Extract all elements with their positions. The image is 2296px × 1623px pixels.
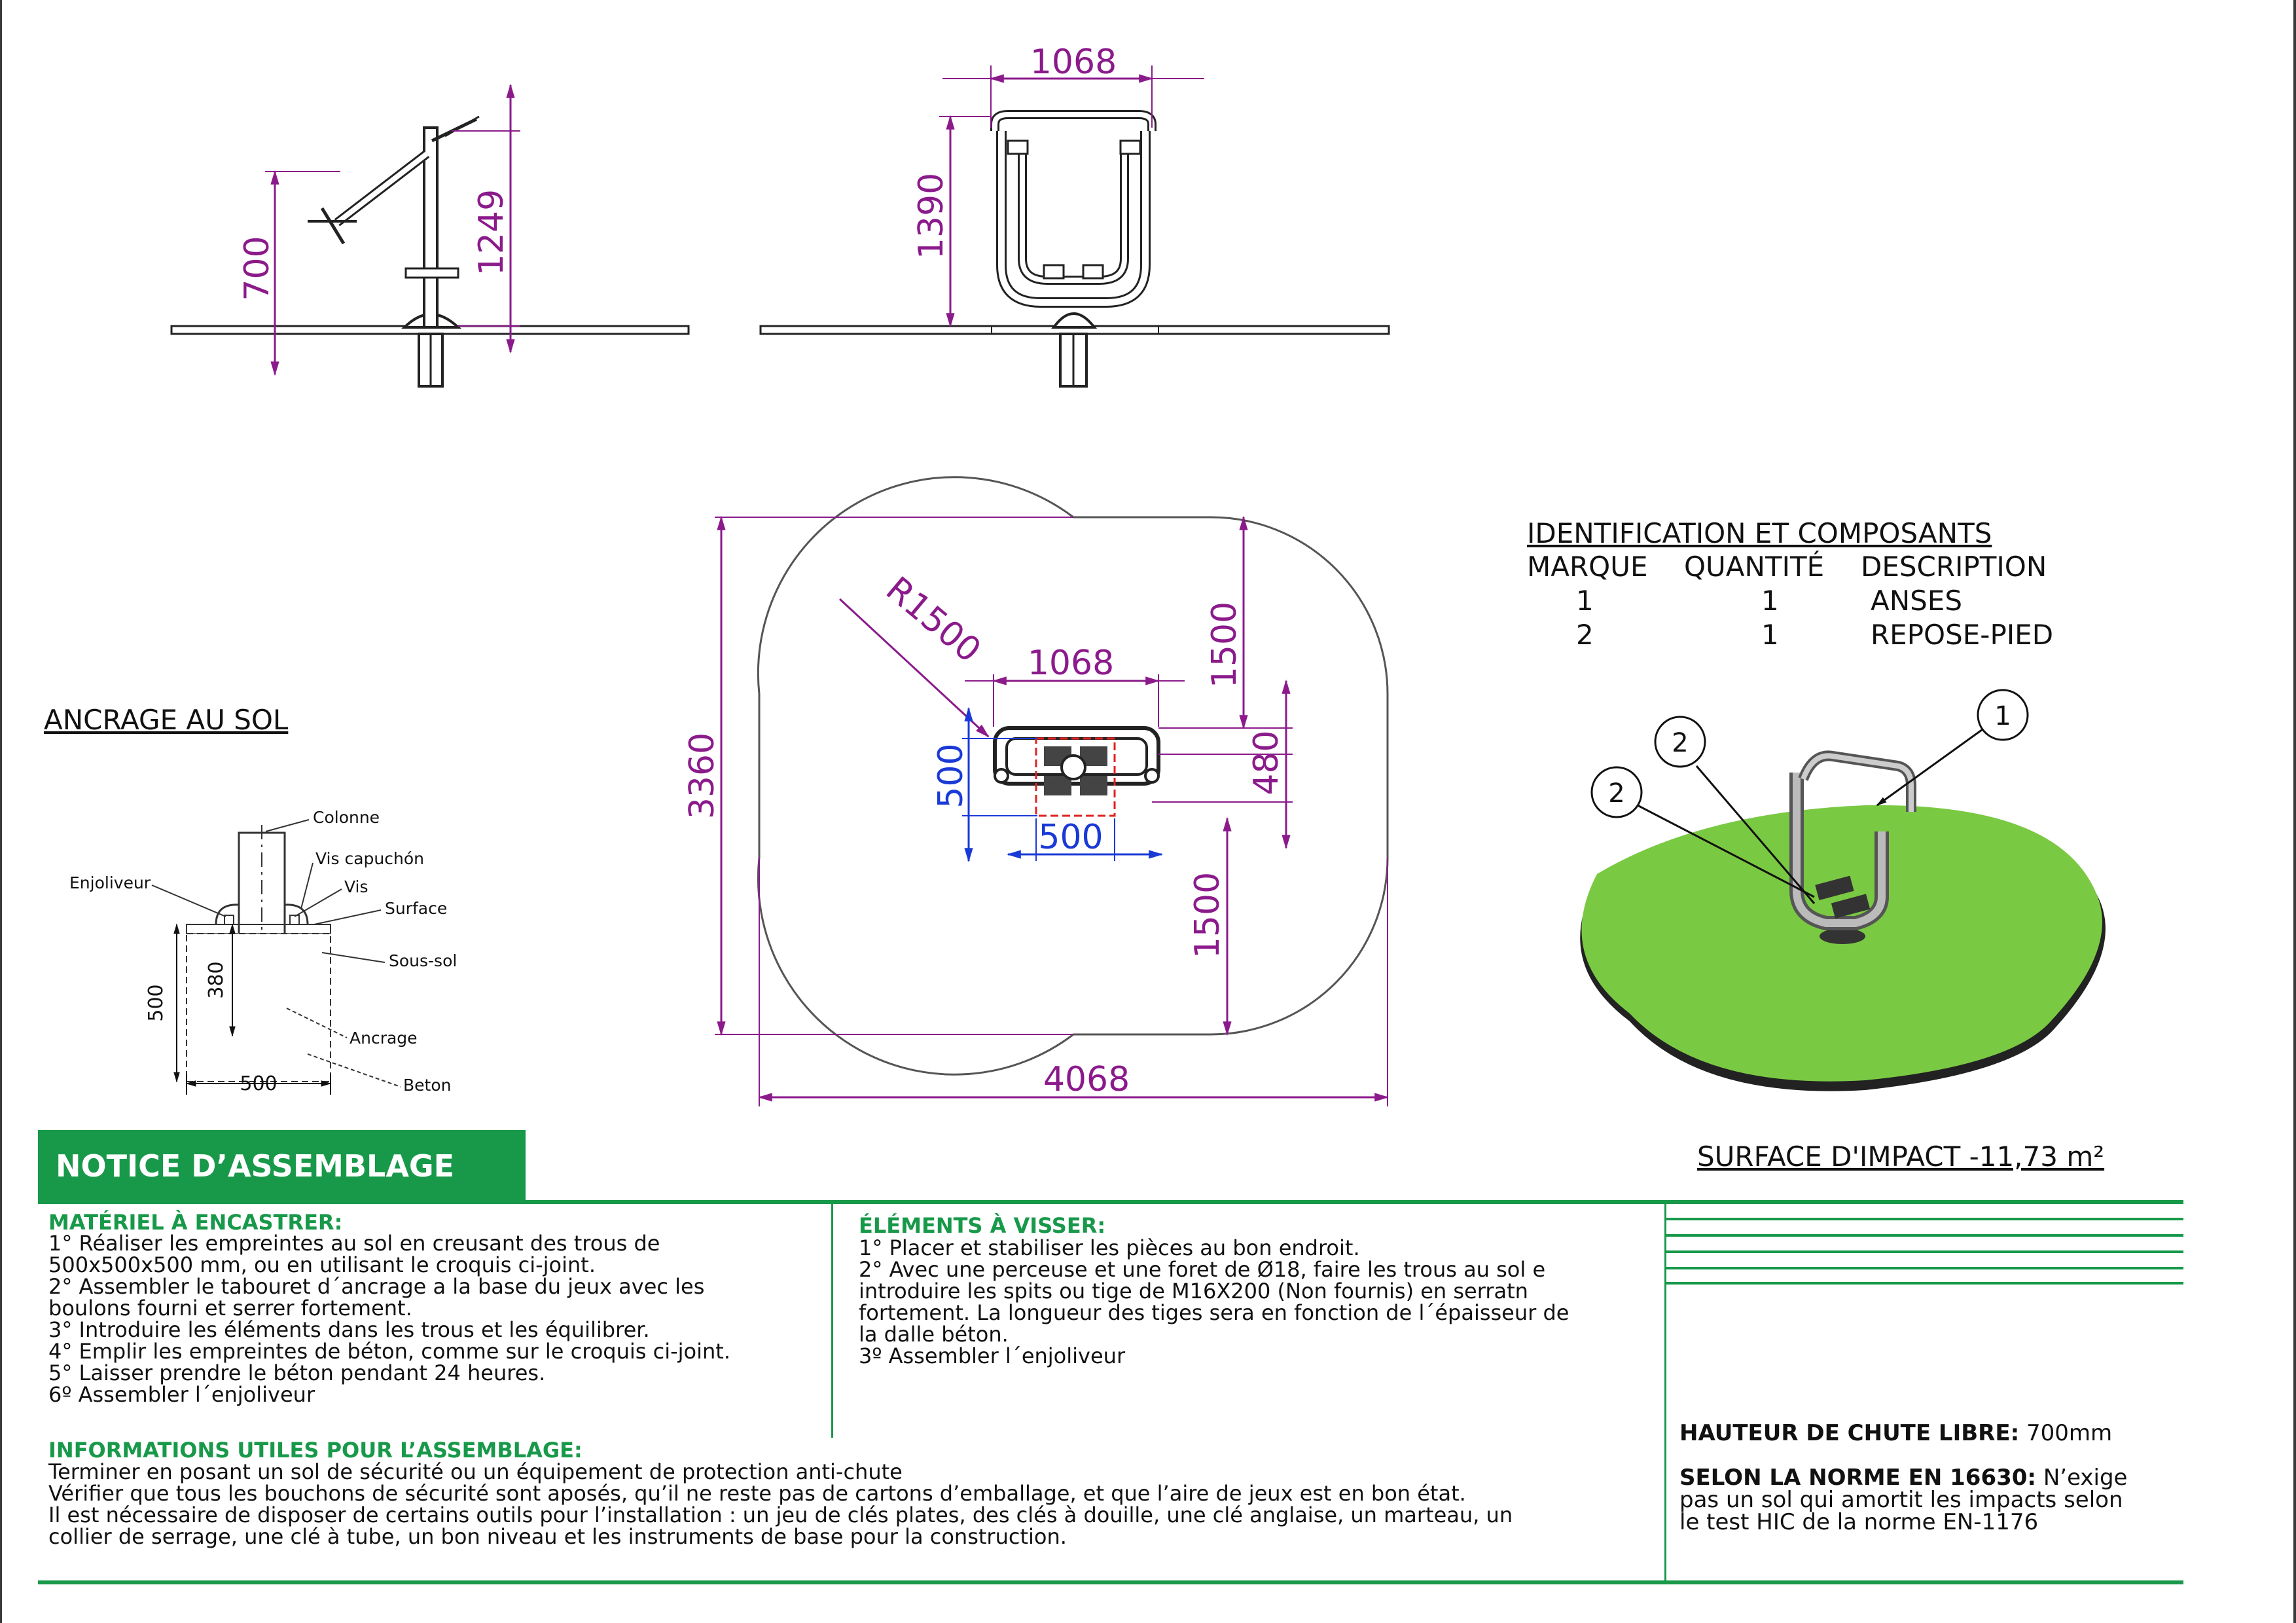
elements-line: introduire les spits ou tige de M16X200 …: [859, 1279, 1528, 1304]
row-mark: 1: [1576, 585, 1594, 617]
norme-line: N’exige: [2043, 1465, 2128, 1491]
label-sous-sol: Sous-sol: [389, 951, 457, 970]
title-block-rule: [1666, 1282, 2183, 1285]
callout-1: [1977, 689, 2029, 741]
plan-dim-500-vertical: 500: [931, 743, 971, 808]
title-block-rule: [1666, 1267, 2183, 1269]
elements-line: 2° Avec une perceuse et une foret de Ø18…: [859, 1257, 1546, 1282]
title-block-rule: [1666, 1234, 2183, 1237]
materiel-line: 6º Assembler l´enjoliveur: [48, 1382, 315, 1407]
front-dim-1390: 1390: [912, 173, 951, 259]
materiel-heading: MATÉRIEL À ENCASTRER:: [48, 1210, 343, 1235]
anchor-dim-500-vertical: 500: [145, 984, 168, 1021]
elements-instructions: 1° Placer et stabiliser les pièces au bo…: [859, 1237, 1657, 1367]
elements-line: 3º Assembler l´enjoliveur: [859, 1343, 1126, 1368]
label-vis: Vis: [344, 877, 368, 896]
components-table: MARQUE QUANTITÉ DESCRIPTION 1 1 ANSES 2 …: [1527, 550, 2053, 652]
header-marque: MARQUE: [1527, 551, 1648, 583]
row-desc: ANSES: [1871, 585, 1963, 617]
plan-view: R1500 1068 1500 480 500 500: [683, 476, 1390, 1106]
side-dim-1249: 1249: [472, 189, 511, 276]
materiel-line: 5° Laisser prendre le béton pendant 24 h…: [48, 1360, 546, 1385]
notice-title: NOTICE D’ASSEMBLAGE: [38, 1130, 526, 1202]
impact-surface-label: SURFACE D'IMPACT -11,73 m²: [1697, 1140, 2105, 1173]
label-vis-capuchon: Vis capuchón: [315, 849, 424, 868]
materiel-line: 3° Introduire les éléments dans les trou…: [48, 1317, 650, 1342]
free-fall-height-value: 700mm: [2026, 1420, 2113, 1446]
infos-line: Terminer en posant un sol de sécurité ou…: [48, 1459, 903, 1484]
elements-line: la dalle béton.: [859, 1322, 1009, 1347]
norme-line: pas un sol qui amortit les impacts selon: [1679, 1487, 2123, 1513]
infos-line: collier de serrage, une clé à tube, un b…: [48, 1524, 1067, 1549]
components-row: 1 1 ANSES: [1527, 584, 2053, 618]
infos-heading: INFORMATIONS UTILES POUR L’ASSEMBLAGE:: [48, 1438, 583, 1463]
norme-line: le test HIC de la norme EN-1176: [1679, 1509, 2039, 1535]
elements-line: fortement. La longueur des tiges sera en…: [859, 1300, 1570, 1325]
row-qty: 1: [1761, 619, 1779, 651]
norme-block: SELON LA NORME EN 16630: N’exige pas un …: [1679, 1467, 2177, 1533]
plan-dim-1500-top: 1500: [1205, 602, 1244, 688]
components-header-row: MARQUE QUANTITÉ DESCRIPTION: [1527, 550, 2053, 584]
header-quantite: QUANTITÉ: [1684, 551, 1825, 583]
header-description: DESCRIPTION: [1861, 551, 2047, 583]
materiel-line: boulons fourni et serrer fortement.: [48, 1296, 412, 1321]
isometric-view: 1 2 2: [1580, 689, 2106, 1091]
components-title: IDENTIFICATION ET COMPOSANTS: [1527, 517, 1992, 549]
callout-2b-number: 2: [1608, 778, 1624, 809]
anchor-dim-380: 380: [205, 961, 228, 998]
label-colonne: Colonne: [313, 808, 380, 827]
sheet-border-left: [0, 0, 2, 1623]
components-row: 2 1 REPOSE-PIED: [1527, 618, 2053, 652]
side-dim-700: 700: [238, 236, 277, 301]
infos-line: Il est nécessaire de disposer de certain…: [48, 1503, 1513, 1527]
free-fall-height-label: HAUTEUR DE CHUTE LIBRE:: [1679, 1420, 2020, 1446]
anchor-dim-500-horizontal: 500: [240, 1072, 277, 1095]
callout-1-number: 1: [1994, 701, 2011, 731]
technical-drawings: 700 1249: [69, 43, 2106, 1106]
label-enjoliveur: Enjoliveur: [69, 873, 151, 892]
anchoring-detail: Colonne Vis capuchón Enjoliveur Vis Surf…: [69, 808, 457, 1095]
notice-top-rule: [38, 1200, 2183, 1204]
callout-2a: [1654, 716, 1706, 768]
label-beton: Beton: [403, 1076, 451, 1095]
materiel-line: 4° Emplir les empreintes de béton, comme…: [48, 1339, 730, 1364]
sheet-border-right: [2293, 0, 2296, 1623]
row-mark: 2: [1576, 619, 1594, 651]
title-block-rule: [1666, 1218, 2183, 1220]
plan-dim-500-horizontal: 500: [1038, 818, 1103, 857]
title-block-rule: [1666, 1250, 2183, 1253]
front-view: 1068 1390: [759, 43, 1390, 388]
anchoring-title: ANCRAGE AU SOL: [44, 704, 289, 736]
notice-column-divider: [831, 1203, 833, 1438]
elements-line: 1° Placer et stabiliser les pièces au bo…: [859, 1235, 1360, 1260]
front-dim-1068: 1068: [1030, 43, 1117, 82]
plan-dim-1500-bottom: 1500: [1188, 872, 1227, 958]
materiel-instructions: 1° Réaliser les empreintes au sol en cre…: [48, 1233, 821, 1406]
row-desc: REPOSE-PIED: [1871, 619, 2054, 651]
notice-bottom-rule: [38, 1580, 2183, 1584]
label-surface: Surface: [385, 899, 447, 918]
callout-2a-number: 2: [1672, 728, 1688, 758]
notice-right-divider: [1664, 1203, 1666, 1580]
free-fall-height: HAUTEUR DE CHUTE LIBRE: 700mm: [1679, 1422, 2112, 1444]
materiel-line: 2° Assembler le tabouret d´ancrage a la …: [48, 1274, 705, 1299]
elements-heading: ÉLÉMENTS À VISSER:: [859, 1213, 1106, 1238]
label-ancrage: Ancrage: [350, 1029, 418, 1048]
infos-text: Terminer en posant un sol de sécurité ou…: [48, 1461, 1659, 1548]
callout-2b: [1590, 766, 1643, 818]
norme-label: SELON LA NORME EN 16630:: [1679, 1465, 2037, 1491]
plan-dim-4068: 4068: [1043, 1060, 1130, 1099]
infos-line: Vérifier que tous les bouchons de sécuri…: [48, 1481, 1466, 1506]
materiel-line: 1° Réaliser les empreintes au sol en cre…: [48, 1231, 660, 1256]
plan-dim-480: 480: [1247, 730, 1286, 795]
row-qty: 1: [1761, 585, 1779, 617]
plan-dim-1068: 1068: [1028, 644, 1114, 683]
side-view: 700 1249: [170, 83, 690, 388]
plan-dim-3360: 3360: [683, 733, 722, 819]
materiel-line: 500x500x500 mm, ou en utilisant le croqu…: [48, 1252, 596, 1277]
